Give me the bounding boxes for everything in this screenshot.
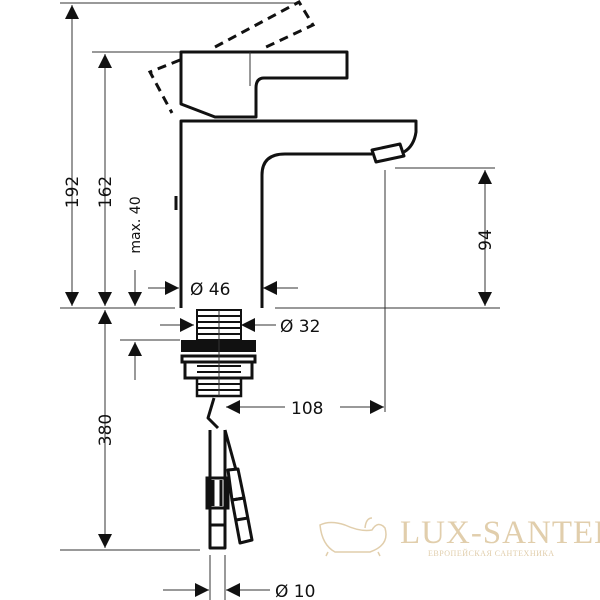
dimension-10: Ø 10 bbox=[163, 582, 315, 600]
dimension-32: Ø 32 bbox=[160, 317, 320, 337]
dimension-94: 94 bbox=[476, 170, 496, 306]
watermark-tagline: ЕВРОПЕЙСКАЯ САНТЕХНИКА bbox=[428, 549, 554, 558]
dimension-label-32: Ø 32 bbox=[280, 317, 320, 337]
dimension-max-40: max. 40 bbox=[128, 196, 144, 380]
dimension-192: 192 bbox=[63, 4, 83, 306]
dimension-label-380: 380 bbox=[96, 414, 116, 446]
raised-lever-outline bbox=[147, 0, 316, 114]
dimension-label-108: 108 bbox=[291, 399, 323, 419]
dimension-label-46: Ø 46 bbox=[190, 280, 230, 300]
dimension-label-94: 94 bbox=[476, 229, 496, 251]
mounting-thread bbox=[180, 309, 257, 398]
dimension-label-10: Ø 10 bbox=[275, 582, 315, 600]
faucet-body bbox=[179, 119, 418, 308]
dimension-label-192: 192 bbox=[63, 176, 83, 208]
watermark-brand: LUX-SANTEH bbox=[400, 515, 600, 551]
bathtub-icon bbox=[319, 517, 387, 557]
dimension-label-max-40: max. 40 bbox=[128, 196, 144, 253]
supply-hoses bbox=[205, 397, 254, 550]
dimension-162: 162 bbox=[96, 54, 116, 306]
dimension-label-162: 162 bbox=[96, 176, 116, 208]
lever-handle bbox=[179, 50, 349, 119]
dimension-380: 380 bbox=[96, 310, 116, 548]
dimension-108: 108 bbox=[226, 399, 384, 419]
lux-santeh-watermark: LUX-SANTEH ЕВРОПЕЙСКАЯ САНТЕХНИКА bbox=[319, 515, 600, 558]
dimension-46: Ø 46 bbox=[148, 280, 298, 300]
extension-lines bbox=[60, 2, 500, 600]
